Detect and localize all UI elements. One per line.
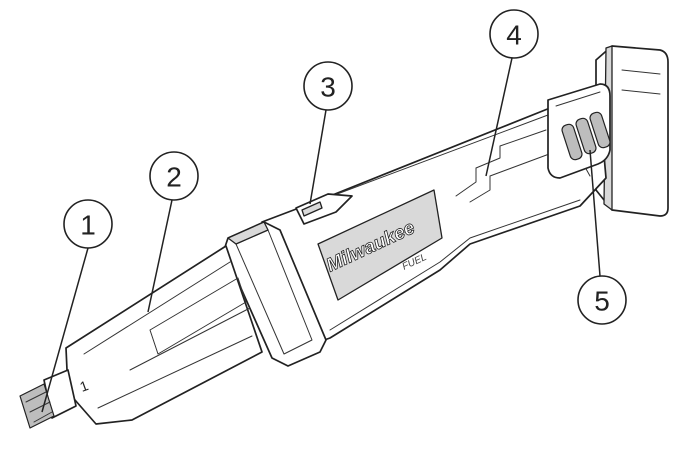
callout-4: 4	[490, 10, 538, 58]
callout-1-label: 1	[80, 210, 96, 241]
callout-2: 2	[150, 152, 198, 200]
callout-3: 3	[304, 62, 352, 110]
front-grip	[66, 246, 262, 424]
callout-3-label: 3	[320, 72, 336, 103]
callout-1: 1	[64, 200, 112, 248]
callout-5-label: 5	[594, 286, 610, 317]
callout-5: 5	[578, 276, 626, 324]
leader-3	[310, 110, 326, 204]
callout-4-label: 4	[506, 20, 522, 51]
callout-2-label: 2	[166, 162, 182, 193]
